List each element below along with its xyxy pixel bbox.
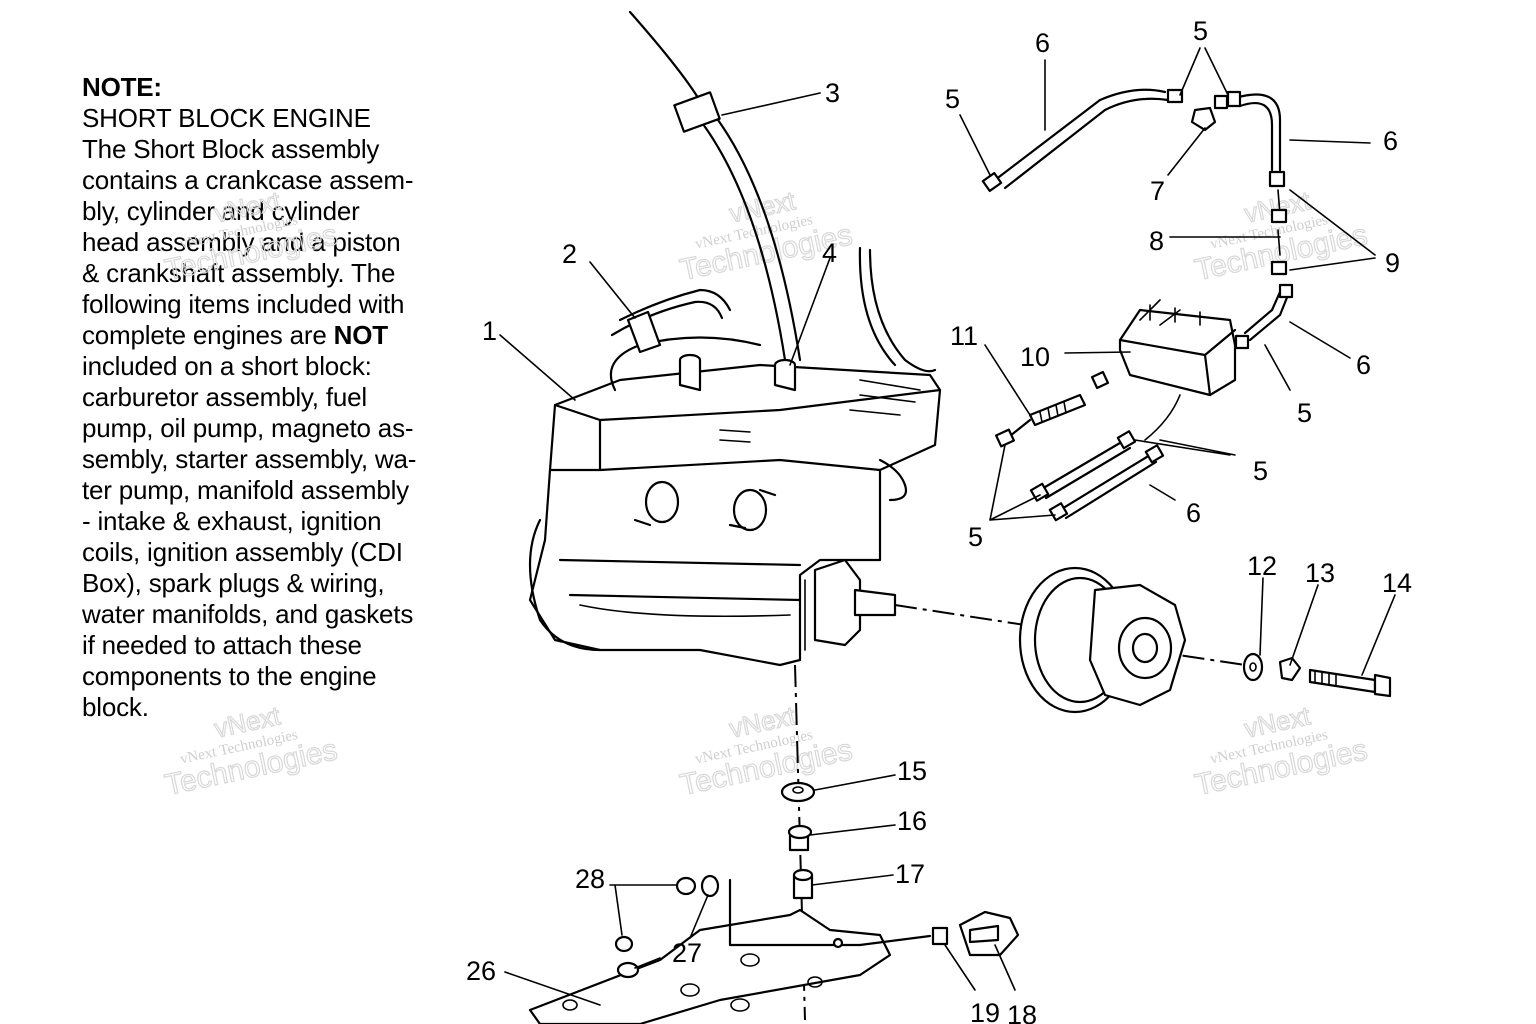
callout-6: 6 <box>1035 28 1050 58</box>
note-line: - intake & exhaust, ignition <box>82 506 382 536</box>
bolt-14 <box>1308 668 1392 698</box>
note-line: pump, oil pump, magneto as- <box>82 413 414 443</box>
callout-6: 6 <box>1383 126 1398 156</box>
callout-5: 5 <box>968 522 983 552</box>
note-line: included on a short block: <box>82 351 372 381</box>
note-heading: SHORT BLOCK ENGINE <box>82 103 371 133</box>
leader-lines <box>499 47 1396 1006</box>
callout-11: 11 <box>950 321 978 351</box>
engine-block <box>528 246 942 667</box>
throttle-cable <box>628 10 802 362</box>
nut-28 <box>614 876 697 953</box>
note-line: The Short Block assembly <box>82 134 380 164</box>
callout-15: 15 <box>897 756 927 786</box>
watermark: vNext vNext Technologies Technologies <box>161 185 340 288</box>
note-line: sembly, starter assembly, wa- <box>82 444 417 474</box>
callout-2: 2 <box>562 239 577 269</box>
callout-4: 4 <box>822 238 837 268</box>
fuel-filter-11 <box>995 370 1110 448</box>
callout-26: 26 <box>466 956 496 986</box>
short-block-note: NOTE: SHORT BLOCK ENGINE The Short Block… <box>82 72 462 723</box>
note-line: complete engines are <box>82 320 334 350</box>
note-line: following items included with <box>82 289 405 319</box>
washer-15 <box>780 781 816 803</box>
note-line: coils, ignition assembly (CDI <box>82 537 403 567</box>
callout-17: 17 <box>895 859 925 889</box>
nut-13 <box>1278 656 1302 682</box>
callout-12: 12 <box>1247 551 1277 581</box>
note-line: carburetor assembly, fuel <box>82 382 367 412</box>
bolt-18 <box>958 910 1020 957</box>
callout-3: 3 <box>825 78 840 108</box>
note-line: block. <box>82 692 149 722</box>
washer-12 <box>1242 652 1264 682</box>
engine-mount-plate-26 <box>528 878 892 1024</box>
watermark: vNext vNext Technologies Technologies <box>676 700 855 803</box>
callout-5: 5 <box>1193 16 1208 46</box>
note-line: water manifolds, and gaskets <box>82 599 414 629</box>
flywheel-magneto <box>1018 566 1187 714</box>
note-line: Box), spark plugs & wiring, <box>82 568 385 598</box>
callout-9: 9 <box>1385 248 1400 278</box>
note-line: components to the engine <box>82 661 377 691</box>
callout-7: 7 <box>1150 176 1165 206</box>
callout-19: 19 <box>970 998 1000 1024</box>
callout-6: 6 <box>1356 350 1371 380</box>
note-line: contains a crankcase assem- <box>82 165 414 195</box>
note-bold-not: NOT <box>333 320 388 350</box>
washer-27 <box>616 874 720 979</box>
watermark: vNext vNext Technologies Technologies <box>161 700 340 803</box>
callout-14: 14 <box>1382 568 1412 598</box>
bushing-16 <box>787 824 813 852</box>
callout-18: 18 <box>1007 1000 1037 1024</box>
callout-16: 16 <box>897 806 927 836</box>
callout-5: 5 <box>1297 398 1312 428</box>
callout-28: 28 <box>575 864 605 894</box>
callout-10: 10 <box>1020 342 1050 372</box>
spark-plug-wire <box>610 288 732 354</box>
note-line: if needed to attach these <box>82 630 362 660</box>
callout-5: 5 <box>945 84 960 114</box>
spacer-19 <box>931 926 949 946</box>
callout-8: 8 <box>1149 226 1164 256</box>
callout-6: 6 <box>1186 498 1201 528</box>
callout-27: 27 <box>672 938 702 968</box>
callout-5: 5 <box>1253 456 1268 486</box>
note-title: NOTE: <box>82 72 162 102</box>
note-line-with-bold: complete engines are NOT <box>82 320 462 351</box>
watermark: vNext vNext Technologies Technologies <box>676 185 855 288</box>
watermark: vNext vNext Technologies Technologies <box>1191 700 1370 803</box>
alignment-axis-flywheel <box>894 604 1026 626</box>
fuel-lines <box>981 88 1294 522</box>
note-line: head assembly and a piston <box>82 227 401 257</box>
note-line: ter pump, manifold assembly <box>82 475 409 505</box>
fuel-pump <box>1118 299 1237 397</box>
callout-labels: 1 2 3 4 5 5 5 5 5 6 6 6 6 7 8 9 10 11 12… <box>466 16 1412 1024</box>
note-line: & crankshaft assembly. The <box>82 258 396 288</box>
bolt-axis-line <box>858 934 932 947</box>
callout-1: 1 <box>482 316 497 346</box>
callout-13: 13 <box>1305 558 1335 588</box>
spacer-17 <box>792 868 814 900</box>
note-line: bly, cylinder and cylinder <box>82 196 360 226</box>
